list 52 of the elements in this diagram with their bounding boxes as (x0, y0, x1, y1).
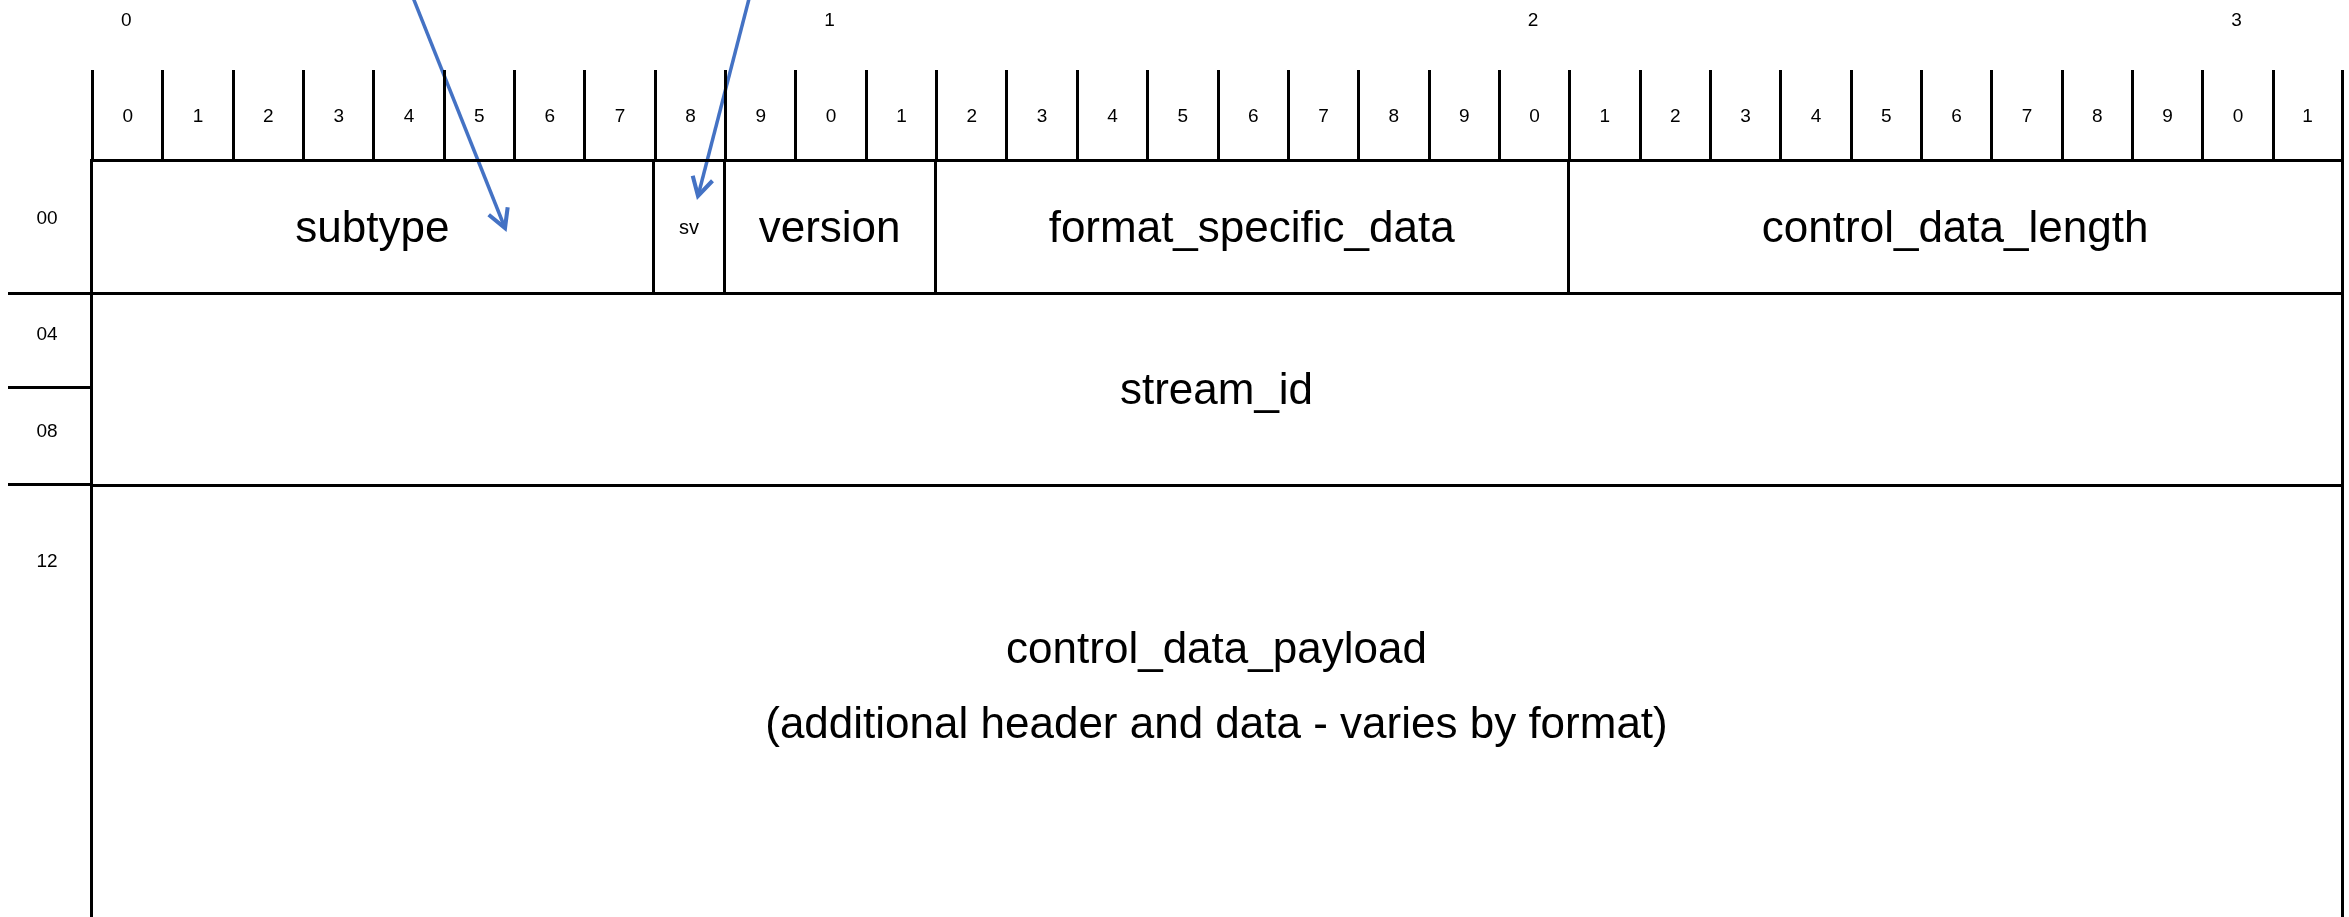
field-name: sv (678, 215, 699, 240)
bit-number: 8 (2060, 70, 2131, 162)
field-name: subtype (295, 200, 450, 253)
bit-number: 2 (231, 70, 303, 162)
bit-number: 0 (2201, 70, 2272, 162)
field-box (89, 292, 2344, 487)
bit-number: 5 (1146, 70, 1217, 162)
bit-number: 3 (1005, 70, 1076, 162)
bit-number: 1 (1568, 70, 1639, 162)
field-name: control_data_length (1761, 200, 2149, 253)
bit-number: 6 (1216, 70, 1287, 162)
bit-number: 6 (1919, 70, 1991, 162)
bit-decade-number: 3 (2231, 9, 2242, 31)
bit-decade-number: 2 (1527, 9, 1539, 31)
bit-number: 1 (161, 70, 232, 162)
bit-number: 0 (91, 70, 162, 162)
bit-number: 1 (864, 70, 936, 162)
arrow (690, 0, 752, 199)
byte-offset: 08 (36, 420, 58, 442)
field-name: version (758, 200, 901, 253)
bit-decade-number: 1 (824, 9, 835, 31)
bit-decade-number: 0 (120, 9, 132, 31)
bit-number: 9 (724, 70, 795, 162)
field-description: (additional header and data - varies by format) (765, 696, 1668, 749)
bit-number: 4 (372, 70, 443, 162)
arrow (410, 0, 510, 231)
bit-number: 6 (513, 70, 584, 162)
field-name: format_specific_data (1048, 200, 1455, 253)
bit-number: 7 (1990, 70, 2061, 162)
bit-number: 1 (2271, 70, 2344, 162)
byte-offset: 12 (36, 550, 58, 572)
bit-number: 0 (1497, 70, 1569, 162)
byte-offset: 00 (36, 207, 58, 229)
bit-number: 4 (1075, 70, 1147, 162)
field-name: stream_id (1119, 363, 1314, 416)
bit-number: 3 (302, 70, 373, 162)
bit-number: 2 (935, 70, 1006, 162)
bit-number: 0 (794, 70, 865, 162)
field-box (89, 484, 2344, 917)
bit-number: 5 (442, 70, 514, 162)
bit-number: 4 (1779, 70, 1850, 162)
bit-number: 8 (1357, 70, 1428, 162)
bit-number: 5 (1849, 70, 1920, 162)
bit-number: 9 (1427, 70, 1498, 162)
field-name: control_data_payload (1006, 621, 1427, 674)
bit-number: 9 (2130, 70, 2202, 162)
byte-offset: 04 (36, 323, 58, 345)
bit-number: 7 (1286, 70, 1358, 162)
bit-number: 7 (583, 70, 654, 162)
bit-number: 2 (1638, 70, 1709, 162)
bit-number: 3 (1708, 70, 1780, 162)
bit-number: 8 (653, 70, 725, 162)
